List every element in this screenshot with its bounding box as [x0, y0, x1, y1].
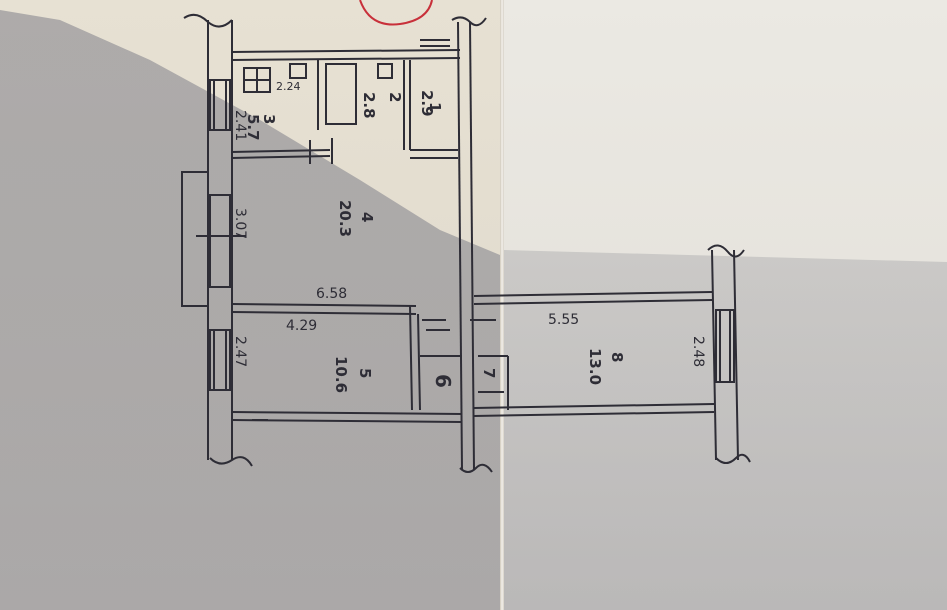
room-8-area: 13.0 — [586, 348, 604, 385]
room-3-number: 3 — [260, 114, 278, 124]
window-room4 — [209, 194, 231, 288]
room-6-number: 6 — [431, 374, 455, 388]
break-mark-left-top — [183, 13, 233, 28]
break-mark-right-bottom — [715, 453, 751, 464]
wall-bottom-left-inner — [231, 419, 463, 423]
wall-room8-top-inner — [473, 299, 713, 305]
dim-room5-width: 2.47 — [232, 336, 248, 367]
break-mark-center-top — [451, 16, 487, 27]
wall-room4-bottom-inner — [231, 311, 417, 315]
sink — [289, 63, 307, 79]
bathtub — [325, 63, 357, 125]
wall-kitchen-bottom — [231, 149, 331, 153]
wall-top — [231, 49, 461, 53]
room-4-area: 20.3 — [336, 200, 354, 237]
wall-center-right — [469, 21, 475, 471]
wall-kitchen-bottom-inner — [231, 155, 331, 159]
dim-room4-width: 3.07 — [232, 208, 248, 239]
room-4-number: 4 — [358, 212, 376, 222]
wall-right-outer-inner — [733, 249, 739, 461]
wall-room8-bottom — [473, 403, 715, 409]
wall-right-outer — [711, 249, 717, 461]
window-room8 — [715, 309, 735, 383]
room-1-area: 2.9 — [418, 90, 436, 117]
room-1-number: 1 — [426, 102, 444, 112]
toilet — [377, 63, 393, 79]
wall-center-left — [457, 21, 463, 471]
room-2-number: 2 — [386, 92, 404, 102]
room-3-area: 5.7 — [244, 114, 262, 141]
dim-kitchen-width: 2.41 — [232, 110, 248, 141]
room-7-number: 7 — [480, 368, 498, 378]
room-8-number: 8 — [608, 352, 626, 362]
stamp-circle — [359, 0, 433, 26]
window-kitchen — [209, 79, 231, 131]
wall-bottom-left — [231, 411, 463, 415]
dim-stove-label: 2.24 — [276, 80, 301, 93]
wall-room6-left — [417, 313, 421, 411]
break-mark-right-top — [707, 244, 745, 258]
paper-fold — [500, 0, 504, 610]
break-mark-center-bottom — [459, 463, 493, 473]
wall-room5-right — [409, 305, 413, 411]
balcony — [181, 171, 209, 307]
dim-room5-length: 4.29 — [286, 318, 317, 334]
window-room5 — [209, 329, 231, 391]
wall-room8-top — [473, 291, 713, 297]
room-2-area: 2.8 — [360, 92, 378, 119]
wall-room8-bottom-inner — [473, 411, 715, 417]
dim-room8-width: 2.48 — [690, 336, 706, 367]
break-mark-left-bottom — [209, 456, 253, 467]
wall-room4-bottom — [231, 303, 417, 307]
dim-room8-length: 5.55 — [548, 312, 579, 328]
wall-top-inner — [231, 57, 461, 61]
dim-room4-length: 6.58 — [316, 286, 347, 302]
room-5-number: 5 — [356, 368, 374, 378]
room-5-area: 10.6 — [332, 356, 350, 393]
